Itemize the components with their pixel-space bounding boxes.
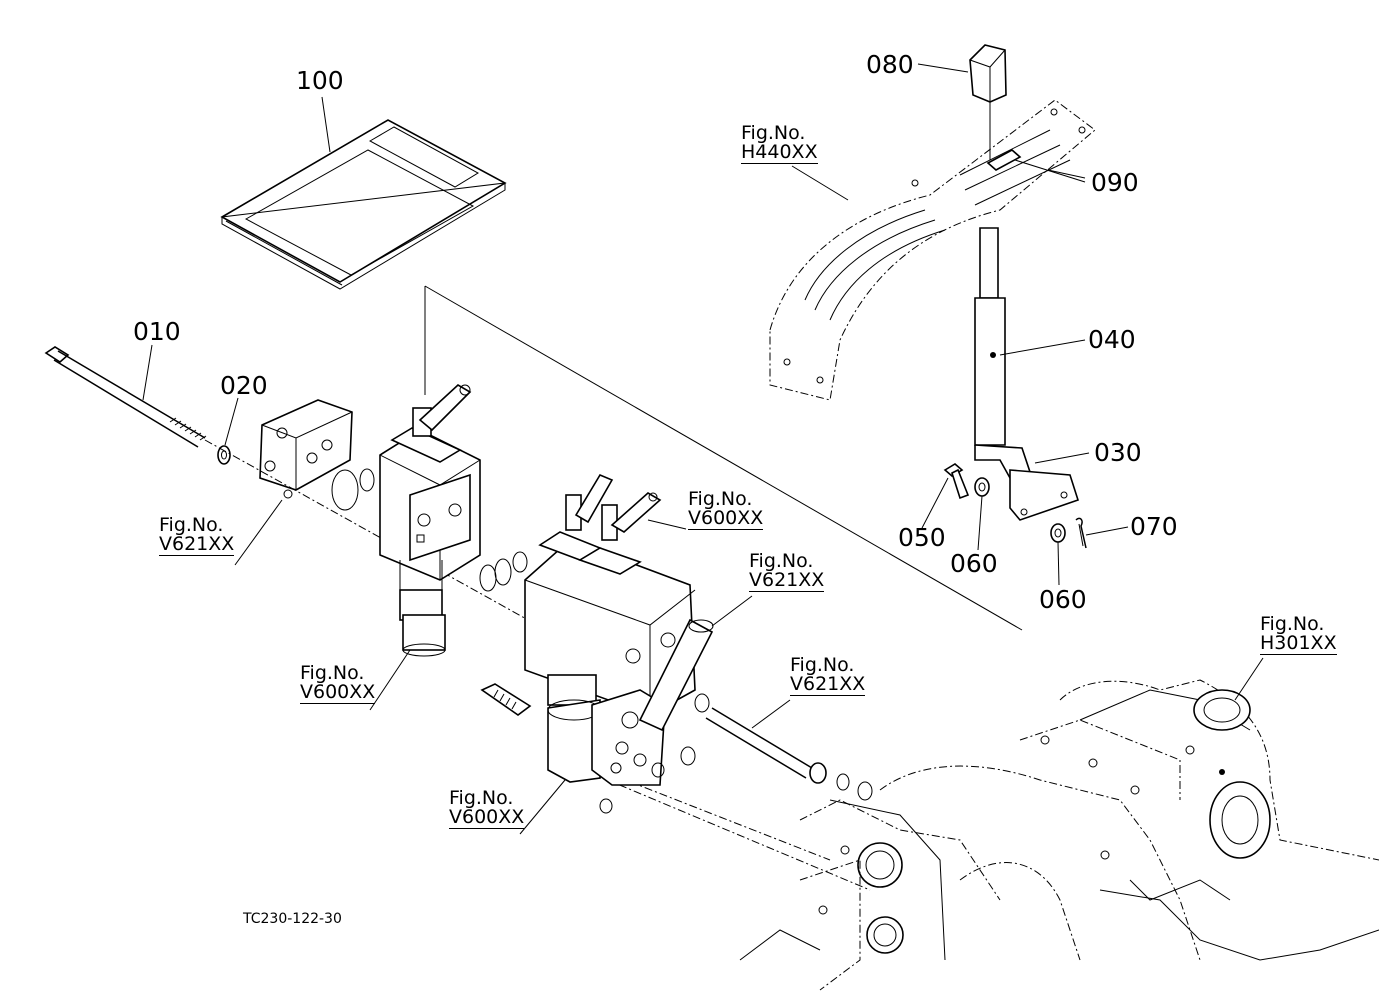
fig-ref-code: H440XX (741, 141, 818, 164)
fig-ref-title: Fig.No. (688, 488, 753, 510)
fig-ref-v621[interactable]: Fig.No. V621XX (159, 514, 235, 556)
fig-ref-title: Fig.No. (159, 514, 224, 536)
part-label-030: 030 (1094, 438, 1142, 467)
knob-080 (969, 44, 1007, 160)
part-label-060: 060 (1039, 585, 1087, 614)
fig-ref-code: H301XX (1260, 632, 1337, 655)
fig-ref-title: Fig.No. (749, 550, 814, 572)
fig-ref-title: Fig.No. (449, 787, 514, 809)
fig-ref-v621[interactable]: Fig.No. V621XX (749, 550, 825, 592)
hydraulic-pipe (705, 707, 873, 801)
fig-ref-title: Fig.No. (300, 662, 365, 684)
fig-ref-title: Fig.No. (1260, 613, 1325, 635)
fig-ref-h301[interactable]: Fig.No. H301XX (1260, 615, 1337, 655)
fig-ref-h440[interactable]: Fig.No. H440XX (741, 124, 818, 164)
part-label-080: 080 (866, 50, 914, 79)
fig-ref-code: V600XX (688, 507, 764, 530)
part-label-070: 070 (1130, 512, 1178, 541)
fig-ref-code: V600XX (449, 806, 525, 829)
fig-ref-v600[interactable]: Fig.No. V600XX (449, 787, 525, 829)
manual-booklet (220, 119, 507, 290)
fig-ref-code: V621XX (749, 569, 825, 592)
fig-ref-title: Fig.No. (790, 654, 855, 676)
fig-ref-v600[interactable]: Fig.No. V600XX (688, 488, 764, 530)
end-cover-plate (259, 399, 353, 499)
small-hardware (943, 463, 1087, 549)
part-label-090: 090 (1091, 168, 1139, 197)
hitch-housing (739, 679, 1379, 991)
part-label-060: 060 (950, 549, 998, 578)
drawing-code: TC230-122-30 (243, 911, 342, 927)
fig-ref-v600[interactable]: Fig.No. V600XX (300, 662, 376, 704)
lever-guide-plate (769, 99, 1096, 401)
leader-lines (142, 63, 1264, 835)
part-label-040: 040 (1088, 325, 1136, 354)
part-label-020: 020 (220, 371, 268, 400)
part-label-050: 050 (898, 523, 946, 552)
o-ring-seals (479, 551, 528, 592)
part-label-100: 100 (296, 66, 344, 95)
fig-ref-v621[interactable]: Fig.No. V621XX (790, 654, 866, 696)
fig-ref-code: V621XX (790, 673, 866, 696)
part-label-010: 010 (133, 317, 181, 346)
control-valve-1 (331, 384, 481, 657)
washer-020 (217, 445, 231, 465)
fig-ref-title: Fig.No. (741, 122, 806, 144)
fig-ref-code: V621XX (159, 533, 235, 556)
inlet-body (480, 618, 714, 814)
long-bolt (44, 346, 207, 448)
control-lever-040 (974, 227, 1080, 521)
fig-ref-code: V600XX (300, 681, 376, 704)
